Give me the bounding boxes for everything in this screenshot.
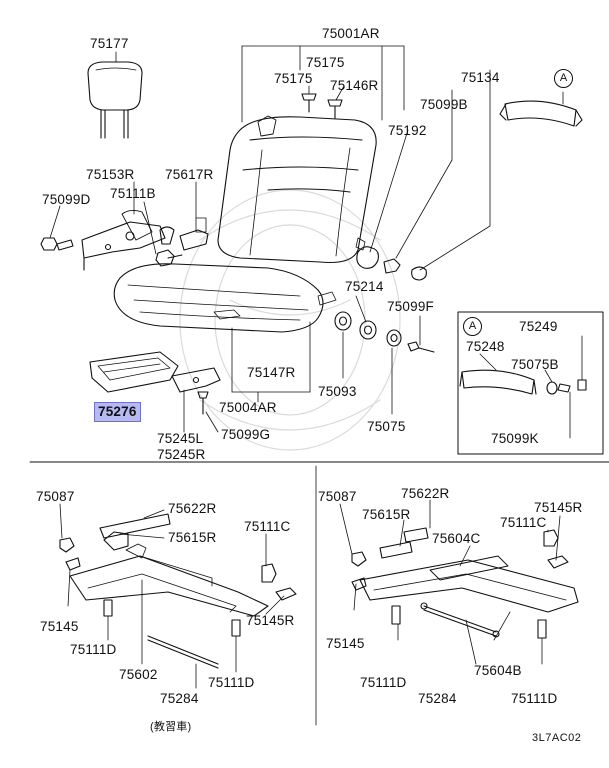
- part-label: 75604C: [432, 531, 481, 546]
- part-label: 75622R: [401, 486, 450, 501]
- part-label: 75177: [90, 36, 129, 51]
- part-label: 75145: [40, 619, 79, 634]
- part-label: 75284: [160, 691, 199, 706]
- reference-marker-a: A: [554, 69, 573, 88]
- part-label: 75111D: [70, 642, 117, 657]
- part-label: 75602: [119, 667, 158, 682]
- part-label: 75001AR: [322, 26, 380, 41]
- recliner-knob: [356, 246, 427, 281]
- part-label: 75111C: [500, 515, 547, 530]
- part-label: 75615R: [362, 507, 411, 522]
- part-label: 75099D: [42, 192, 91, 207]
- part-label: 75622R: [168, 501, 217, 516]
- leader-lines-inset: [479, 335, 583, 439]
- screws-75175: [301, 93, 343, 119]
- part-label: 75249: [519, 319, 558, 334]
- part-label: 75111B: [110, 186, 156, 201]
- part-label: 75175: [274, 71, 313, 86]
- part-label: 75099B: [420, 97, 468, 112]
- highlighted-part-label[interactable]: 75276: [94, 402, 141, 422]
- part-label: 75111D: [511, 691, 558, 706]
- part-label: 75099K: [491, 431, 539, 446]
- part-label: 75153R: [86, 167, 135, 182]
- leader-lines-lower-left: [59, 503, 285, 689]
- cover-75617r: [179, 217, 209, 251]
- part-label: 75192: [388, 123, 427, 138]
- part-label: 75087: [318, 489, 357, 504]
- assist-grip-upper: [499, 100, 583, 127]
- part-label: 75111C: [244, 519, 291, 534]
- part-label: 75245L: [157, 431, 204, 446]
- fastener-75111b: [155, 226, 183, 267]
- part-label: 75615R: [168, 530, 217, 545]
- part-label: 75134: [461, 70, 500, 85]
- part-label: 75145R: [534, 500, 583, 515]
- part-label: 75004AR: [219, 400, 277, 415]
- leader-lines-upper: [49, 45, 564, 433]
- diagram-code: 3L7AC02: [532, 732, 582, 744]
- part-label: 75093: [318, 384, 357, 399]
- part-label: 75214: [345, 279, 384, 294]
- inset-box: [457, 311, 604, 455]
- part-label: 75099G: [221, 427, 271, 442]
- part-label: 75075: [367, 419, 406, 434]
- tray-75276: [89, 351, 179, 393]
- part-label: 75175: [306, 55, 345, 70]
- plate-75245: [171, 367, 221, 393]
- seat-rail-left: [59, 513, 297, 669]
- caption-driving-school-car: (教習車): [150, 721, 192, 733]
- reference-marker-a-inset: A: [463, 317, 482, 336]
- bolt-75099g: [197, 391, 209, 415]
- part-label: 75075B: [511, 357, 559, 372]
- part-label: 75099F: [387, 299, 434, 314]
- assist-grip-inset: [459, 369, 587, 395]
- part-label: 75245R: [157, 447, 206, 462]
- part-label: 75617R: [165, 167, 214, 182]
- part-label: 75147R: [247, 365, 296, 380]
- bolt-75099d: [40, 237, 74, 251]
- part-label: 75248: [466, 339, 505, 354]
- part-label: 75284: [418, 691, 457, 706]
- part-label: 75604B: [474, 663, 522, 678]
- part-label: 75087: [36, 489, 75, 504]
- headrest: [87, 61, 143, 139]
- part-label: 75145R: [246, 613, 295, 628]
- washers-bolts: [334, 311, 435, 353]
- seat-cushion: [113, 263, 337, 333]
- seat-back: [217, 115, 377, 264]
- seat-rail-right: [351, 527, 579, 639]
- leader-lines-lower-right: [339, 499, 561, 665]
- part-label: 75146R: [330, 78, 379, 93]
- part-label: 75111D: [208, 675, 255, 690]
- part-label: 75145: [326, 636, 365, 651]
- part-label: 75111D: [360, 675, 407, 690]
